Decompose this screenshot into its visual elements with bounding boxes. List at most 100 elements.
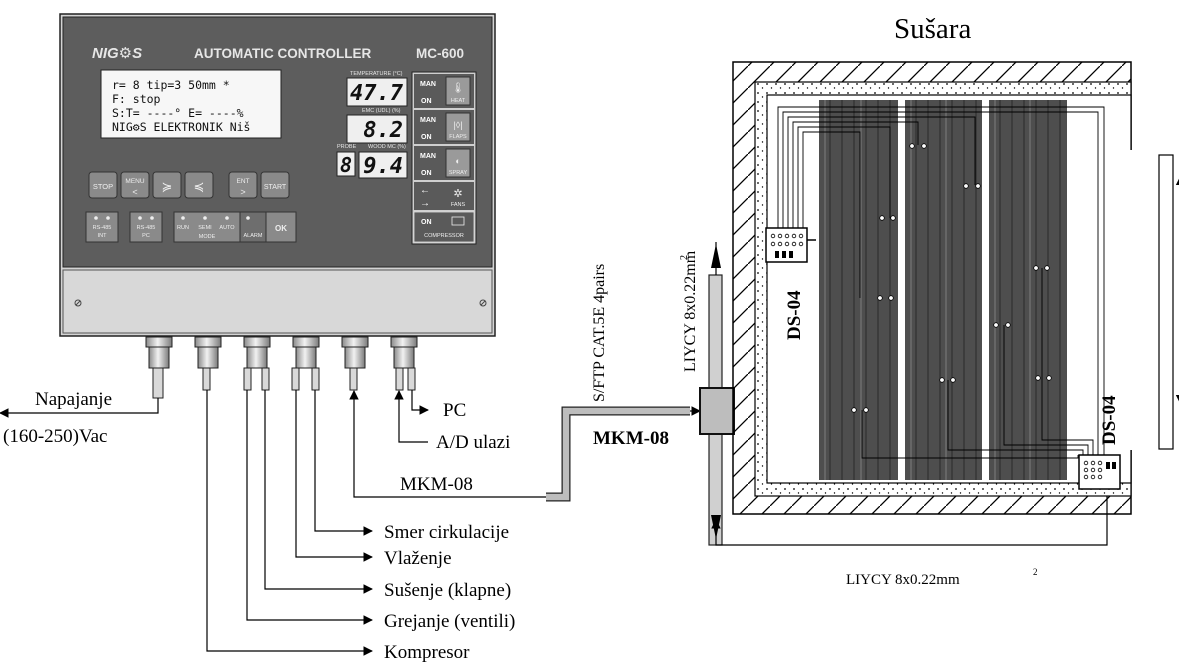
enter-button[interactable]: ENT > [228, 171, 258, 199]
mkm-08-module: MKM-08 [593, 242, 735, 546]
output-switches: MAN ON 🌡 HEAT MAN ON |◊| FLAPS MAN ON ◐ … [411, 71, 477, 245]
dryer-title: Sušara [894, 13, 971, 45]
probe-label: PROBE [337, 144, 357, 150]
controller-header: NIG⚙S AUTOMATIC CONTROLLER MC-600 [92, 45, 464, 62]
keypad: STOP MENU < ≽ ≼ ENT > START [88, 171, 290, 199]
svg-text:SPRAY: SPRAY [449, 170, 468, 176]
temperature-value: 47.7 [350, 81, 404, 106]
fan-icon: ✲ [453, 188, 462, 200]
heating-line [246, 390, 373, 625]
gland-mkm [341, 336, 369, 369]
heat-icon: 🌡 [452, 82, 465, 94]
humidity-line [295, 390, 373, 562]
fans-switch[interactable]: ← → ✲ FANS [414, 182, 474, 210]
gland-humidity [292, 336, 320, 369]
liycy-vertical-label: LIYCY 8x0.22mm 2 [679, 250, 699, 372]
svg-text:OK: OK [275, 224, 287, 233]
heating-label: Grejanje (ventili) [384, 611, 515, 632]
chevron-up-icon: ≼ [194, 179, 205, 194]
emc-label: EMC (UDL) (%) [362, 108, 401, 114]
sftp-cable-label: S/FTP CAT.5E 4pairs [591, 264, 608, 402]
svg-text:MENU: MENU [125, 178, 144, 185]
gland-power [145, 336, 173, 369]
svg-text:AUTO: AUTO [219, 225, 235, 231]
flaps-icon: |◊| [453, 120, 462, 130]
svg-text:ON: ON [421, 134, 432, 141]
svg-text:INT: INT [98, 233, 108, 239]
controller-model: MC-600 [416, 46, 464, 61]
wood-mc-label: WOOD MC (%) [368, 144, 406, 150]
numeric-displays: TEMPERATURE (°C) 47.7 EMC (UDL) (%) 8.2 … [336, 71, 408, 179]
temperature-label: TEMPERATURE (°C) [350, 71, 403, 77]
down-button[interactable]: ≽ [152, 171, 182, 199]
sftp-cable [546, 406, 701, 502]
svg-text:HEAT: HEAT [451, 98, 466, 104]
drying-line [264, 390, 373, 594]
svg-text:>: > [240, 187, 245, 197]
start-button[interactable]: START [260, 171, 290, 199]
gland-compressor [194, 336, 222, 369]
door-arrow-down-icon: ▼ [1173, 390, 1179, 406]
sensor-wires [777, 106, 1105, 459]
chevron-down-icon: ≽ [162, 179, 173, 194]
lcd-line-1: r= 8 tip=3 50mm * [112, 78, 230, 92]
compressor-label: Kompresor [384, 642, 470, 663]
wood-mc-value: 9.4 [363, 154, 403, 179]
svg-text:LIYCY 8x0.22mm: LIYCY 8x0.22mm [682, 250, 699, 372]
svg-text:LIYCY 8x0.22mm: LIYCY 8x0.22mm [846, 572, 960, 588]
gland-heating [243, 336, 271, 369]
pc-label: PC [443, 400, 466, 421]
wiring-lines [0, 390, 546, 656]
brand-logo: NIG⚙S [92, 45, 142, 62]
mkm-line-label: MKM-08 [400, 474, 473, 495]
voltage-label: (160-250)Vac [3, 426, 107, 447]
svg-text:FANS: FANS [451, 202, 466, 208]
svg-text:START: START [264, 184, 287, 191]
compressor-switch[interactable]: ON COMPRESSOR [413, 211, 475, 243]
status-panel: RS-485 INT RS-485 PC RUN SEMI AUTO MODE … [85, 211, 297, 243]
rs485-pc-label: RS-485 [137, 225, 156, 231]
svg-text:MAN: MAN [420, 81, 436, 88]
circulation-line [314, 390, 373, 536]
gland-pc [390, 336, 418, 369]
compressor-icon [451, 216, 465, 226]
flaps-switch[interactable]: MAN ON |◊| FLAPS [414, 110, 474, 144]
ds-04-bottom: DS-04 [1078, 395, 1121, 490]
svg-text:ON: ON [421, 219, 432, 226]
pc-line [411, 390, 429, 415]
lcd-line-3: S:T= ----° E= ----% [112, 106, 244, 120]
left-labels: Napajanje (160-250)Vac PC A/D ulazi MKM-… [3, 389, 515, 663]
ad-inputs-label: A/D ulazi [436, 432, 510, 453]
heat-switch[interactable]: MAN ON 🌡 HEAT [414, 74, 474, 108]
rs485-int-label: RS-485 [93, 225, 112, 231]
svg-text:ENT: ENT [237, 178, 250, 185]
lcd-display: r= 8 tip=3 50mm * F: stop S:T= ----° E= … [100, 69, 282, 139]
lumber-stacks [819, 100, 1067, 480]
ok-button[interactable]: OK [265, 211, 297, 243]
dryer-kiln: Sušara ▲ ▼ [732, 13, 1179, 515]
up-button[interactable]: ≼ [184, 171, 214, 199]
stop-button[interactable]: STOP [88, 171, 118, 199]
spray-switch[interactable]: MAN ON ◐ SPRAY [414, 146, 474, 180]
svg-text:ON: ON [421, 98, 432, 105]
alarm-label: ALARM [244, 233, 263, 239]
menu-button[interactable]: MENU < [120, 171, 150, 199]
sensor-pins [851, 143, 1052, 413]
svg-text:2: 2 [679, 255, 690, 260]
controller-title: AUTOMATIC CONTROLLER [194, 46, 371, 61]
circulation-label: Smer cirkulacije [384, 522, 509, 543]
svg-text:SEMI: SEMI [198, 225, 212, 231]
svg-text:PC: PC [142, 233, 150, 239]
emc-value: 8.2 [363, 118, 403, 143]
svg-text:MAN: MAN [420, 153, 436, 160]
svg-text:ON: ON [421, 170, 432, 177]
napajanje-label: Napajanje [35, 389, 112, 410]
svg-text:<: < [132, 187, 137, 197]
cable-glands [145, 336, 418, 399]
svg-text:RUN: RUN [177, 225, 189, 231]
lcd-line-2: F: stop [112, 92, 161, 106]
svg-text:COMPRESSOR: COMPRESSOR [424, 233, 464, 239]
fan-direction-left-icon: ← [420, 185, 430, 196]
door-arrow-up-icon: ▲ [1173, 172, 1179, 188]
svg-text:2: 2 [1033, 567, 1038, 577]
